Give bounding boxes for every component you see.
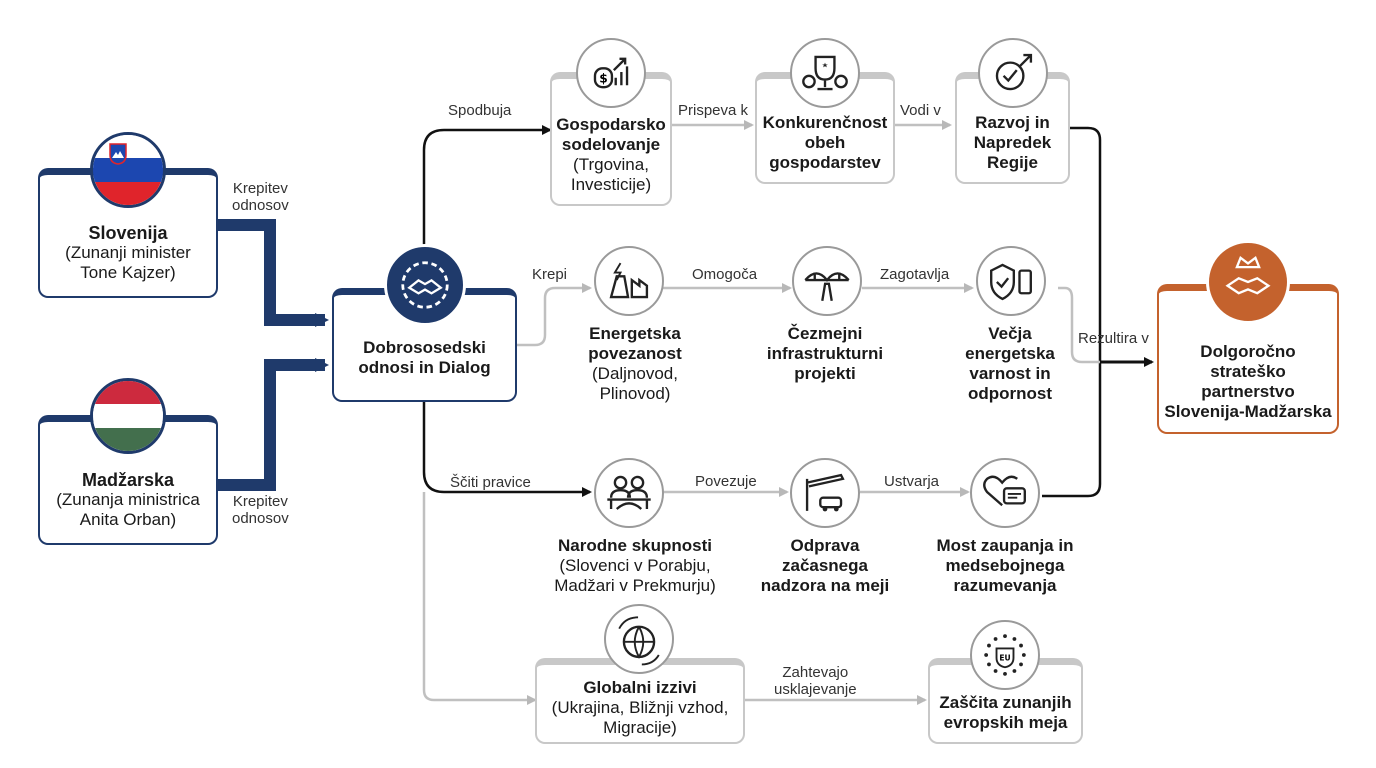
edge-label-sciti: Ščiti pravice bbox=[450, 474, 531, 491]
gear-handshake-icon bbox=[384, 244, 466, 326]
node-most-title: Most zaupanja in medsebojnega razumevanj… bbox=[936, 536, 1074, 595]
node-hungary-sub: (Zunanja ministrica Anita Orban) bbox=[56, 489, 200, 529]
power-plant-icon bbox=[594, 246, 664, 316]
edge-slovenia-center bbox=[218, 219, 329, 327]
node-zascita-title: Zaščita zunanjih evropskih meja bbox=[939, 692, 1072, 732]
node-energetska: Energetska povezanost (Daljnovod, Plinov… bbox=[560, 324, 710, 404]
node-varnost-title: Večja energetska varnost in odpornost bbox=[965, 324, 1055, 403]
node-slovenia-sub: (Zunanji minister Tone Kajzer) bbox=[65, 242, 191, 282]
node-narodne-title: Narodne skupnosti bbox=[558, 536, 712, 555]
edge-label-prispeva: Prispeva k bbox=[678, 102, 749, 119]
edge-label-rezultira: Rezultira v bbox=[1078, 330, 1149, 347]
edge-center-narodne bbox=[422, 402, 592, 497]
node-globalni-sub: (Ukrajina, Bližnji vzhod, Migracije) bbox=[551, 697, 729, 737]
money-growth-icon: $ bbox=[576, 38, 646, 108]
node-partnerstvo: Dolgoročno strateško partnerstvo Sloveni… bbox=[1157, 284, 1339, 434]
globe-icon bbox=[604, 604, 674, 674]
node-cezmejni-title: Čezmejni infrastrukturni projekti bbox=[766, 324, 884, 383]
shield-battery-icon bbox=[976, 246, 1046, 316]
node-odprava-title: Odprava začasnega nadzora na meji bbox=[760, 536, 890, 595]
edge-label-krepi: Krepi bbox=[532, 266, 568, 283]
people-bridge-icon bbox=[594, 458, 664, 528]
node-konkurencnost: Konkurenčnost obeh gospodarstev bbox=[755, 72, 895, 184]
edge-label-krepitev-1: Krepitev odnosov bbox=[232, 180, 289, 214]
node-narodne: Narodne skupnosti (Slovenci v Porabju, M… bbox=[525, 536, 745, 596]
check-arrow-icon bbox=[978, 38, 1048, 108]
edge-label-spodbuja: Spodbuja bbox=[448, 102, 512, 119]
edge-center-energetska bbox=[517, 283, 592, 347]
chat-heart-icon bbox=[970, 458, 1040, 528]
border-barrier-icon bbox=[790, 458, 860, 528]
eu-stars-icon: EU bbox=[970, 620, 1040, 690]
node-gospodarsko-title: Gospodarsko sodelovanje bbox=[556, 114, 666, 154]
node-konkurencnost-title: Konkurenčnost obeh gospodarstev bbox=[762, 112, 888, 172]
slovenia-flag-icon bbox=[90, 132, 166, 208]
edge-label-povezuje: Povezuje bbox=[695, 473, 757, 490]
edge-most-partnerstvo bbox=[1042, 362, 1102, 498]
edge-center-gospodarsko bbox=[422, 125, 552, 288]
trophy-gears-icon bbox=[790, 38, 860, 108]
bridge-road-icon bbox=[792, 246, 862, 316]
svg-text:$: $ bbox=[599, 71, 608, 85]
edge-label-omogoca: Omogoča bbox=[692, 266, 758, 283]
edge-varnost-partnerstvo bbox=[1058, 286, 1100, 364]
svg-text:EU: EU bbox=[999, 654, 1010, 663]
node-energetska-title: Energetska povezanost bbox=[588, 324, 682, 363]
edge-hungary-center bbox=[218, 358, 329, 491]
hungary-flag-icon bbox=[90, 378, 166, 454]
node-most: Most zaupanja in medsebojnega razumevanj… bbox=[920, 536, 1090, 596]
node-slovenia-title: Slovenija bbox=[88, 222, 168, 243]
node-partnerstvo-title: Dolgoročno strateško partnerstvo Sloveni… bbox=[1164, 341, 1332, 421]
node-gospodarsko-sub: (Trgovina, Investicije) bbox=[570, 154, 652, 194]
node-narodne-sub: (Slovenci v Porabju, Madžari v Prekmurju… bbox=[554, 556, 716, 595]
node-hungary-title: Madžarska bbox=[81, 469, 175, 490]
node-globalni-title: Globalni izzivi bbox=[583, 677, 697, 697]
node-odprava: Odprava začasnega nadzora na meji bbox=[745, 536, 905, 596]
node-razvoj-title: Razvoj in Napredek Regije bbox=[973, 112, 1052, 172]
crown-handshake-icon bbox=[1206, 240, 1290, 324]
edge-center-globalni bbox=[422, 492, 537, 705]
node-cezmejni: Čezmejni infrastrukturni projekti bbox=[745, 324, 905, 384]
edge-razvoj-partnerstvo bbox=[1070, 126, 1102, 362]
node-center-title: Dobrososedski odnosi in Dialog bbox=[358, 337, 491, 377]
node-varnost: Večja energetska varnost in odpornost bbox=[940, 324, 1080, 404]
node-energetska-sub: (Daljnovod, Plinovod) bbox=[592, 364, 678, 403]
edge-label-zagotavlja: Zagotavlja bbox=[880, 266, 950, 283]
edge-label-vodi: Vodi v bbox=[900, 102, 941, 119]
edge-label-zahtevajo: Zahtevajo usklajevanje bbox=[774, 664, 857, 698]
edge-label-ustvarja: Ustvarja bbox=[884, 473, 940, 490]
edge-label-krepitev-2: Krepitev odnosov bbox=[232, 493, 289, 527]
